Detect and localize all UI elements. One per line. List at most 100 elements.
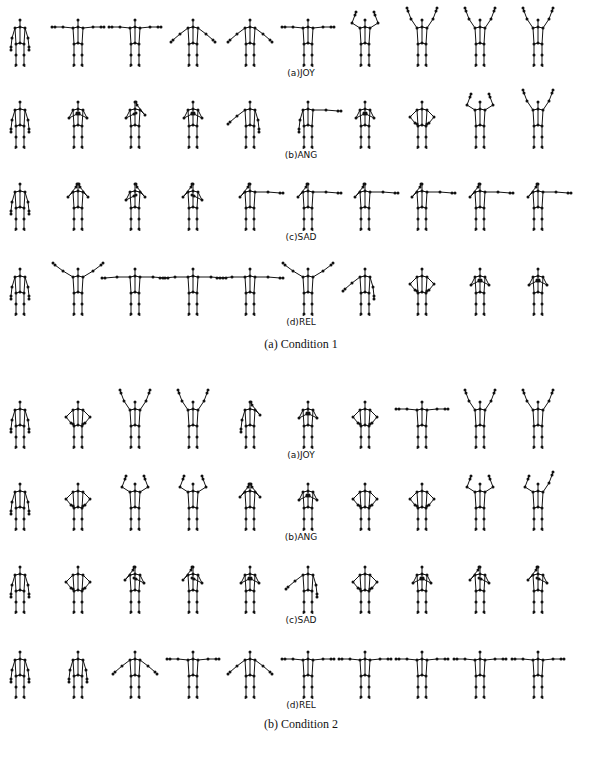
skeleton-bone [525, 476, 533, 492]
skeleton-joint [130, 436, 133, 439]
skeleton-joint [541, 146, 544, 149]
skeleton-bone [171, 28, 188, 42]
skeleton-joint [279, 277, 282, 280]
skeleton-joint [541, 228, 544, 231]
skeleton-bone [82, 277, 83, 293]
skeleton-figure [282, 262, 335, 317]
skeleton-joint [483, 446, 486, 449]
skeleton-figure [298, 483, 319, 532]
skeleton-joint [548, 100, 551, 103]
skeleton-joint [307, 190, 310, 193]
skeleton-joint [421, 506, 424, 509]
skeleton-joint [259, 496, 262, 499]
skeleton-joint [417, 228, 420, 231]
skeleton-joint [368, 228, 371, 231]
skeleton-joint [138, 218, 141, 221]
skeleton-joint [253, 528, 256, 531]
skeleton-figure [182, 566, 204, 615]
skeleton-joint [77, 490, 80, 493]
skeleton-joint [196, 601, 199, 604]
skeleton-bone [120, 390, 130, 410]
skeleton-joint [417, 528, 420, 531]
skeleton-figure [469, 566, 491, 615]
skeleton-joint [100, 26, 103, 29]
skeleton-bone [312, 575, 313, 591]
skeleton-bone [20, 191, 21, 207]
skeleton-joint [132, 569, 135, 572]
skeleton-joint [311, 207, 314, 210]
skeleton-joint [475, 601, 478, 604]
skeleton-bone [485, 8, 495, 28]
skeleton-bone [533, 410, 534, 426]
skeleton-joint [23, 528, 26, 531]
skeleton-joint [475, 528, 478, 531]
skeleton-joint [77, 124, 80, 127]
skeleton-joint [196, 228, 199, 231]
skeleton-joint [77, 42, 80, 45]
skeleton-joint [417, 425, 420, 428]
skeleton-joint [426, 491, 429, 494]
skeleton-bone [343, 277, 360, 291]
skeleton-bone [15, 575, 16, 591]
skeleton-joint [134, 268, 137, 271]
skeleton-joint [262, 33, 265, 36]
skeleton-bone [192, 192, 202, 200]
skeleton-joint [359, 27, 362, 30]
skeleton-joint [303, 218, 306, 221]
skeleton-joint [253, 64, 256, 67]
skeleton-joint [364, 101, 367, 104]
skeleton-joint [537, 401, 540, 404]
skeleton-joint [541, 64, 544, 67]
skeleton-joint [311, 590, 314, 593]
skeleton-joint [82, 409, 85, 412]
skeleton-joint [130, 125, 133, 128]
skeleton-joint [24, 409, 27, 412]
skeleton-joint [28, 428, 31, 431]
skeleton-joint [188, 228, 191, 231]
skeleton-joint [23, 228, 26, 231]
skeleton-bone [533, 28, 534, 44]
skeleton-bone [360, 110, 361, 126]
skeleton-joint [307, 124, 310, 127]
skeleton-joint [537, 573, 540, 576]
skeleton-figure [352, 483, 379, 532]
skeleton-joint [19, 573, 22, 576]
skeleton-joint [134, 19, 137, 22]
skeleton-joint [179, 33, 182, 36]
skeleton-joint [244, 574, 247, 577]
skeleton-joint [73, 218, 76, 221]
skeleton-bone [193, 109, 194, 125]
skeleton-joint [527, 579, 530, 582]
skeleton-bone [480, 491, 481, 507]
skeleton-figure [10, 651, 31, 700]
skeleton-joint [192, 275, 195, 278]
skeleton-joint [417, 54, 420, 57]
skeleton-bone [426, 575, 427, 591]
skeleton-bone [20, 27, 21, 43]
skeleton-joint [483, 136, 486, 139]
skeleton-joint [253, 136, 256, 139]
skeleton-joint [219, 277, 222, 280]
skeleton-joint [479, 183, 482, 186]
skeleton-joint [360, 64, 363, 67]
skeleton-joint [187, 491, 190, 494]
skeleton-joint [483, 54, 486, 57]
skeleton-joint [359, 491, 362, 494]
skeleton-joint [417, 518, 420, 521]
skeleton-joint [426, 505, 429, 508]
skeleton-bone [533, 575, 534, 591]
skeleton-figure [10, 183, 31, 232]
skeleton-joint [138, 425, 141, 428]
skeleton-joint [188, 207, 191, 210]
skeleton-joint [512, 192, 515, 195]
skeleton-joint [311, 125, 314, 128]
skeleton-joint [77, 183, 80, 186]
skeleton-bone [422, 276, 423, 292]
skeleton-joint [192, 566, 195, 569]
skeleton-joint [250, 483, 253, 486]
skeleton-joint [359, 574, 362, 577]
skeleton-joint [245, 590, 248, 593]
skeleton-joint [541, 136, 544, 139]
skeleton-joint [552, 7, 555, 10]
skeleton-joint [359, 505, 362, 508]
